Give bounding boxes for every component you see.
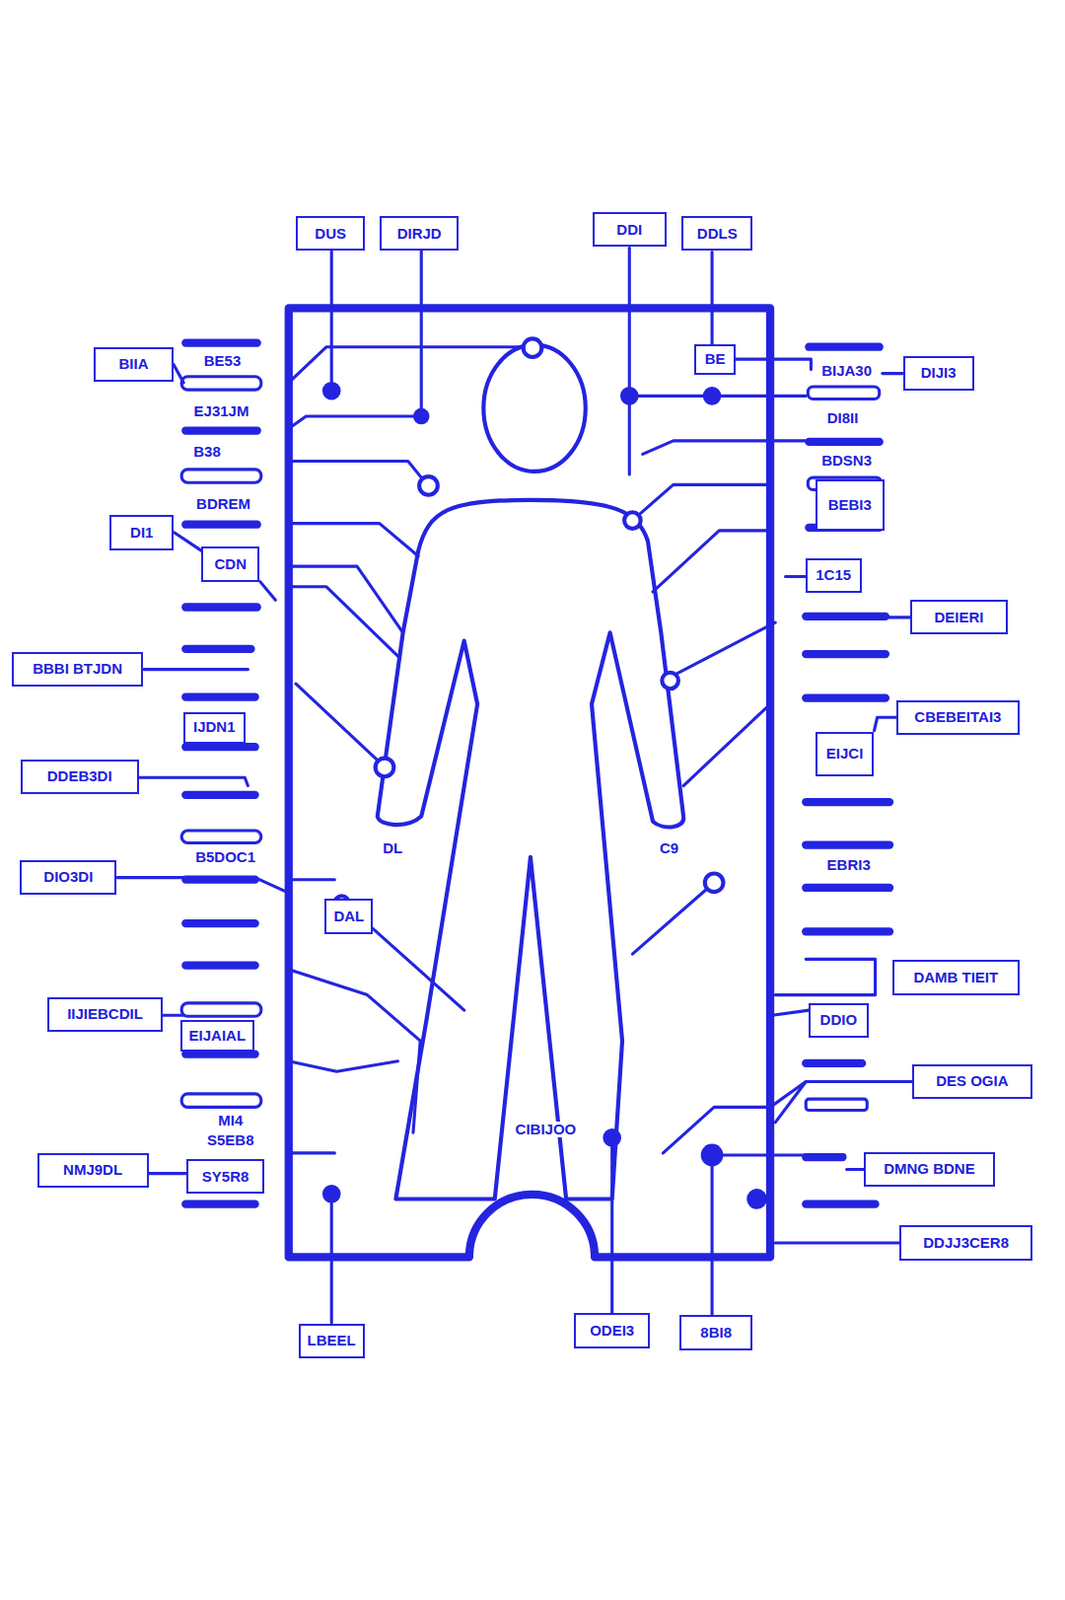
label-box: CBEBEITAI3: [896, 700, 1020, 735]
box-label: DUS: [314, 225, 347, 243]
label-box: DDI: [592, 212, 666, 247]
box-label: DIO3DI: [43, 868, 93, 886]
box-label: DDEB3DI: [47, 768, 113, 785]
box-label: DIJI3: [921, 364, 957, 382]
box-label: DMNG BDNE: [883, 1160, 976, 1178]
box-label: EIJCI: [826, 745, 864, 763]
label-box: DI1: [109, 514, 174, 550]
right-pins: [805, 347, 890, 1205]
label-box: ODEI3: [573, 1312, 650, 1348]
box-label: ODEI3: [589, 1322, 635, 1340]
box-label: BIIA: [119, 355, 149, 373]
box-label: 1C15: [815, 567, 852, 584]
label-box: EIJAIAL: [180, 1019, 256, 1051]
label-box: DDJJ3CER8: [899, 1224, 1034, 1260]
box-label: NMJ9DL: [63, 1161, 123, 1179]
label-box: DDIO: [808, 1002, 869, 1038]
box-label: BEBI3: [828, 497, 872, 514]
left-pin-outlines: [181, 376, 262, 1108]
label-box: BE: [694, 344, 735, 375]
box-label: DDIO: [820, 1011, 858, 1029]
box-label: EIJAIAL: [189, 1027, 247, 1045]
chip-outline: [288, 307, 771, 1257]
box-label: DEIERI: [933, 609, 984, 627]
pin-label: BIJA30: [819, 362, 874, 380]
box-label: 8BI8: [700, 1324, 732, 1342]
left-pins: [185, 343, 257, 1205]
label-box: 1C15: [805, 558, 862, 593]
pin-label: CIBIJOO: [513, 1121, 579, 1138]
box-label: BE: [705, 351, 726, 368]
pin-label: BDSN3: [819, 452, 874, 470]
box-label: DAMB TIEIT: [913, 969, 998, 987]
label-box: EIJCI: [815, 731, 874, 778]
label-box: DDEB3DI: [20, 759, 140, 794]
box-label: DES OGIA: [935, 1072, 1008, 1090]
pin-label: C9: [657, 840, 681, 857]
label-box: IIJIEBCDIL: [47, 996, 163, 1032]
label-box: DIO3DI: [19, 859, 117, 895]
pin-label: DL: [380, 840, 405, 857]
figure-head: [483, 345, 585, 472]
label-box: LBEEL: [298, 1323, 365, 1358]
pin-label: B38: [191, 443, 223, 461]
box-label: DI1: [130, 524, 153, 542]
pin-label: DI8II: [825, 410, 861, 427]
label-box: DUS: [295, 215, 365, 251]
label-box: DDLS: [681, 215, 753, 251]
box-label: DAL: [333, 908, 364, 925]
label-box: NMJ9DL: [37, 1152, 149, 1188]
label-box: DAL: [324, 898, 373, 933]
label-box: BIIA: [93, 347, 174, 382]
box-label: DDJJ3CER8: [923, 1234, 1009, 1252]
label-box: BEBI3: [815, 479, 885, 531]
box-label: DDLS: [697, 225, 738, 243]
label-box: DAMB TIEIT: [892, 959, 1020, 994]
label-box: CDN: [201, 546, 260, 581]
label-box: SY5R8: [186, 1158, 266, 1194]
label-box: DEIERI: [910, 599, 1007, 635]
label-box: 8BI8: [679, 1314, 752, 1349]
label-box: BBBI BTJDN: [11, 651, 143, 687]
pin-label: MI4: [215, 1112, 245, 1130]
box-label: BBBI BTJDN: [32, 660, 123, 678]
leader-lines: [117, 247, 913, 1322]
junction-dots: [322, 381, 768, 1209]
label-box: DMNG BDNE: [863, 1151, 995, 1187]
pin-label: BE53: [202, 353, 244, 370]
pin-label: BDREM: [194, 496, 253, 513]
box-label: CBEBEITAI3: [914, 709, 1001, 726]
box-label: DDI: [616, 221, 642, 239]
pin-label: EBRI3: [825, 856, 873, 874]
box-label: LBEEL: [307, 1332, 356, 1349]
label-box: IJDN1: [183, 711, 246, 744]
box-label: SY5R8: [202, 1168, 250, 1186]
label-box: DIRJD: [379, 215, 459, 251]
label-box: DES OGIA: [912, 1064, 1033, 1099]
box-label: IJDN1: [193, 718, 236, 736]
open-terminals: [334, 338, 723, 910]
pin-label: B5DOC1: [193, 849, 258, 866]
pin-label: S5EB8: [205, 1132, 257, 1149]
figure-body: [377, 499, 684, 1200]
box-label: IIJIEBCDIL: [67, 1005, 143, 1023]
pin-label: EJ31JM: [192, 403, 252, 421]
box-label: DIRJD: [397, 225, 442, 243]
label-box: DIJI3: [903, 355, 975, 391]
box-label: CDN: [214, 556, 248, 573]
